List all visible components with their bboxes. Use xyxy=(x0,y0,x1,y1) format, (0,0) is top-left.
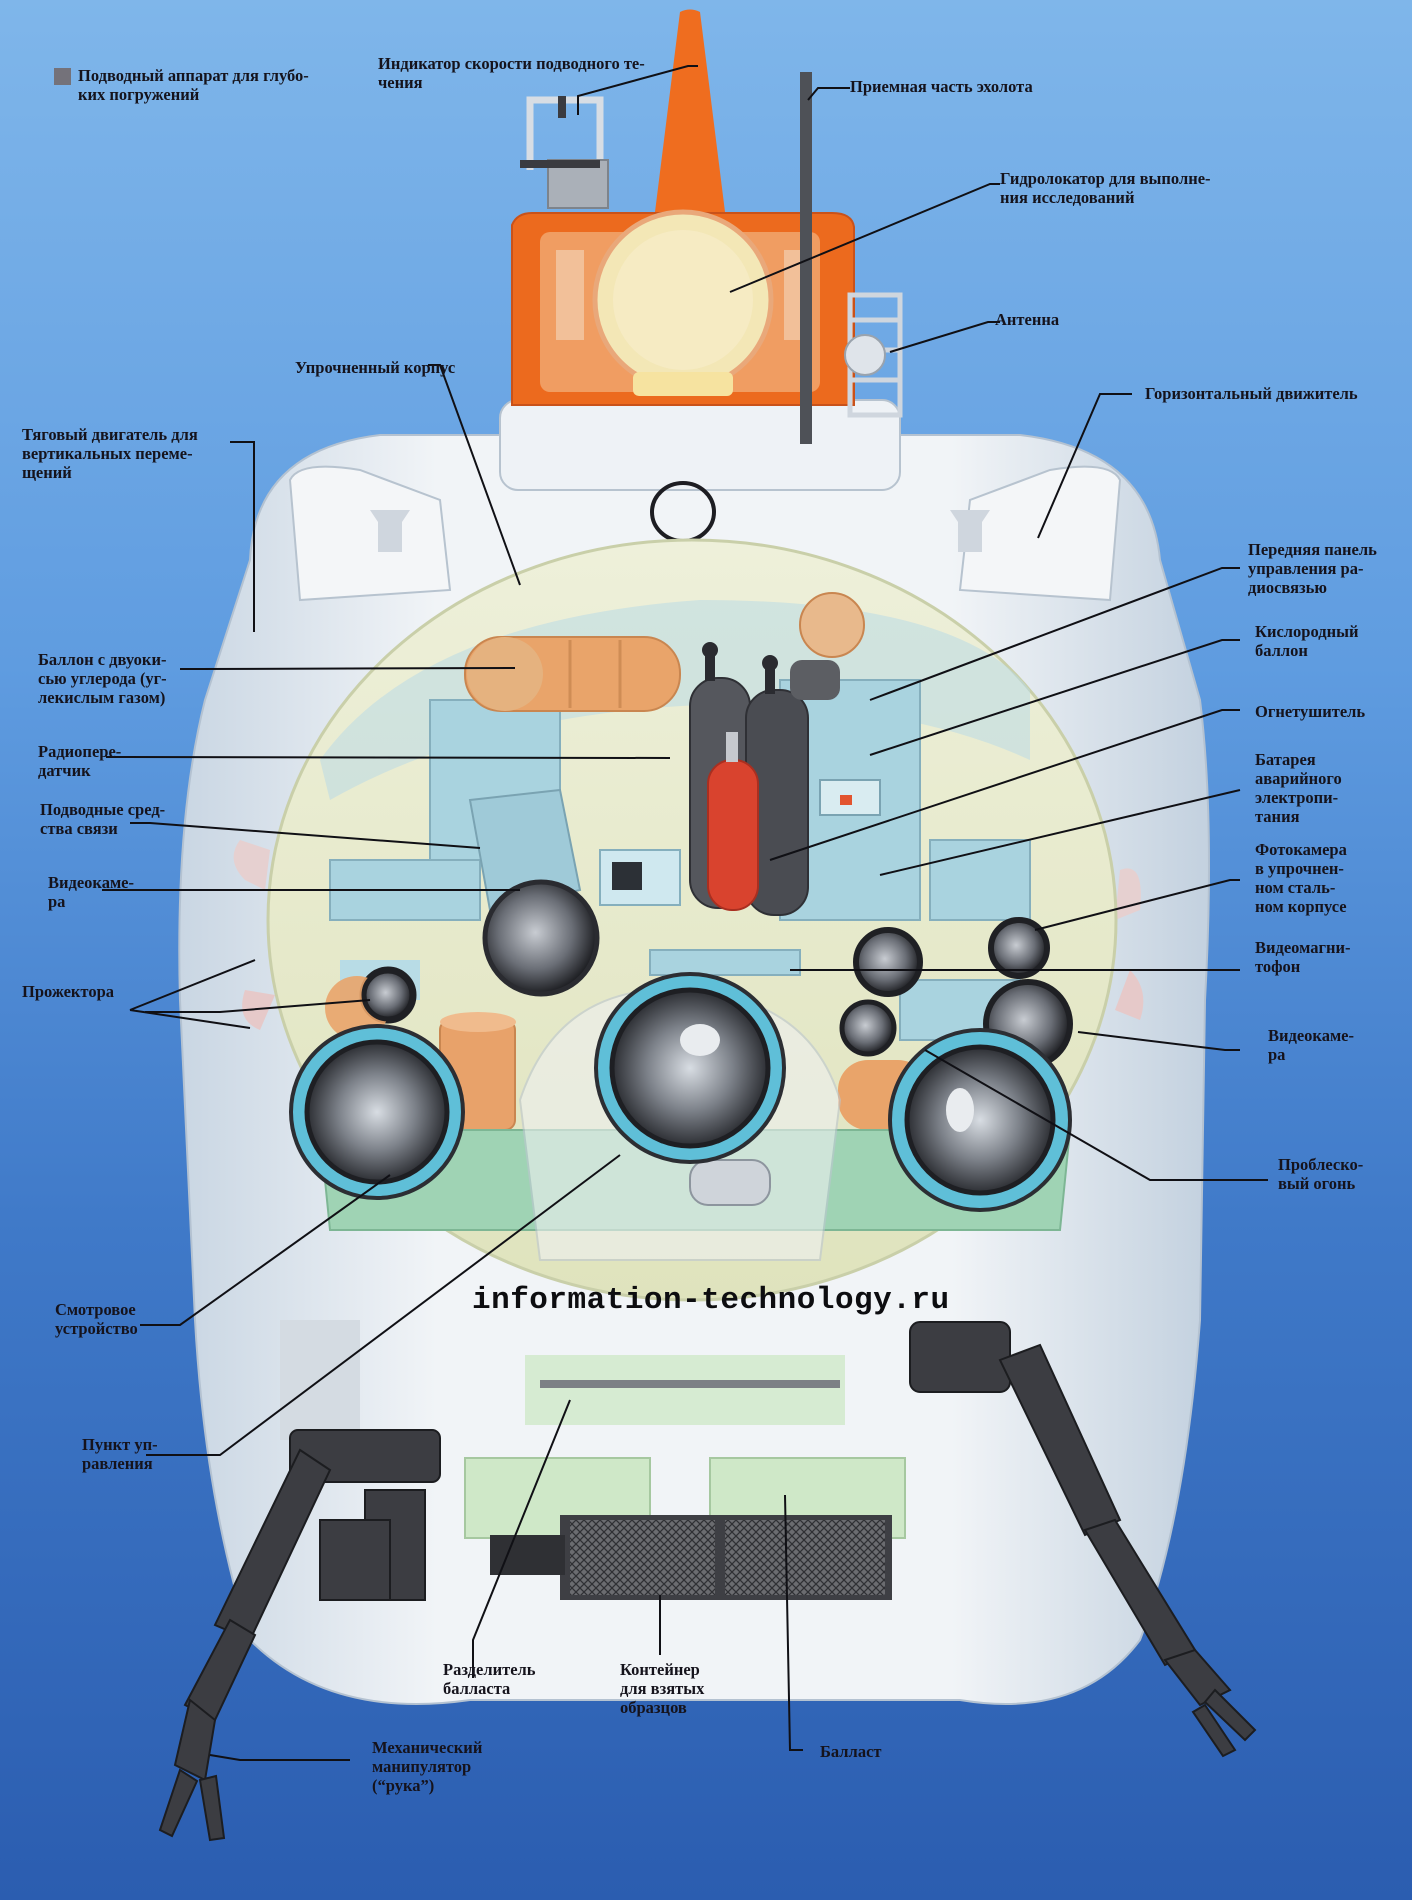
leader-lines xyxy=(102,65,1268,1761)
label-radio-transmitter: Радиопере- датчик xyxy=(38,742,122,780)
label-co2-tank: Баллон с двуоки- сью углерода (уг- лекис… xyxy=(38,650,167,707)
label-sample-container: Контейнер для взятых образцов xyxy=(620,1660,705,1717)
label-ballast: Балласт xyxy=(820,1742,882,1761)
label-manipulator: Механический манипулятор (“рука”) xyxy=(372,1738,483,1795)
label-extinguisher: Огнетушитель xyxy=(1255,702,1366,721)
label-radio-panel: Передняя панель управления ра- диосвязью xyxy=(1248,540,1377,597)
label-video-recorder: Видеомагни- тофон xyxy=(1255,938,1351,976)
lower-frame xyxy=(280,1320,906,1600)
manipulators xyxy=(158,1321,1257,1842)
label-underwater-comms: Подводные сред- ства связи xyxy=(40,800,166,838)
label-speed-indicator: Индикатор скорости подводного те- чения xyxy=(378,54,645,92)
label-echo-receiver: Приемная часть эхолота xyxy=(850,77,1033,96)
label-oxygen-tank: Кислородный баллон xyxy=(1255,622,1359,660)
label-vertical-thruster: Тяговый двигатель для вертикальных перем… xyxy=(22,425,198,482)
label-ballast-separator: Разделитель балласта xyxy=(443,1660,536,1698)
legend-swatch xyxy=(54,68,71,85)
pressure-sphere xyxy=(266,538,1118,1302)
label-horizontal-thruster: Горизонтальный движитель xyxy=(1145,384,1358,403)
label-pressure-hull: Упрочненный корпус xyxy=(295,358,456,377)
label-video-camera-left: Видеокаме- ра xyxy=(48,873,134,911)
label-control-station: Пункт уп- равления xyxy=(82,1435,158,1473)
view-ports xyxy=(289,972,1072,1212)
label-emergency-battery: Батарея аварийного электропи- тания xyxy=(1255,750,1342,826)
label-viewing-device: Смотровое устройство xyxy=(55,1300,138,1338)
label-video-camera-right: Видеокаме- ра xyxy=(1268,1026,1354,1064)
label-research-sonar: Гидролокатор для выполне- ния исследован… xyxy=(1000,169,1211,207)
label-antenna: Антенна xyxy=(995,310,1060,329)
sail-tower xyxy=(511,9,903,444)
label-photo-camera: Фотокамера в упрочнен- ном сталь- ном ко… xyxy=(1255,840,1347,916)
label-flashing-light: Проблеско- вый огонь xyxy=(1278,1155,1364,1193)
label-searchlights: Прожектора xyxy=(22,982,114,1001)
diagram-title: Подводный аппарат для глубо- ких погруже… xyxy=(78,66,309,104)
watermark-text: information-technology.ru xyxy=(472,1283,950,1318)
